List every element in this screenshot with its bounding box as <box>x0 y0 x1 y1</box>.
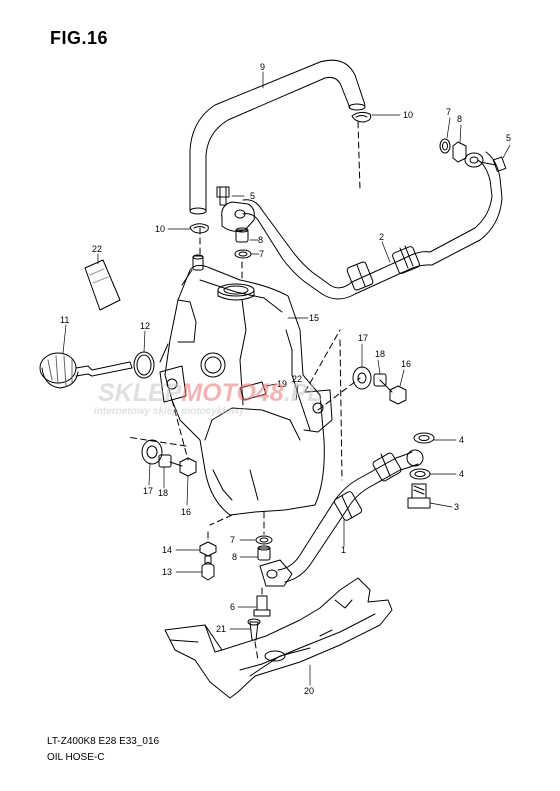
watermark-brand-sklep: SKLEP <box>98 379 182 407</box>
figure-title: FIG.16 <box>50 28 109 48</box>
callout-7-lower: 7 <box>230 535 235 545</box>
store-watermark: SKLEPMOTO48.PL internetowy sklep motocyk… <box>94 379 323 417</box>
o-ring-part-12 <box>133 351 155 379</box>
callout-9: 9 <box>260 62 265 72</box>
caution-label-part-19 <box>239 381 267 401</box>
callout-8-upper: 8 <box>258 235 263 245</box>
callout-12: 12 <box>140 321 150 331</box>
washer-part-8-top-right <box>452 141 467 163</box>
gasket-part-7-lower <box>255 535 273 545</box>
union-bolt-part-3 <box>407 483 431 509</box>
washer-part-8-lower <box>257 545 271 561</box>
clip-part-21 <box>247 618 261 641</box>
gasket-part-7-top-right <box>439 138 451 154</box>
callout-21: 21 <box>216 624 226 634</box>
callout-7-upper: 7 <box>259 249 264 259</box>
oil-hose-part-2 <box>242 151 503 300</box>
hose-clip-part-10-upper <box>351 111 372 123</box>
banjo-bolt-part-5-right <box>479 156 507 172</box>
callout-18-right: 18 <box>375 349 385 359</box>
callout-22-tank: 22 <box>292 374 302 384</box>
oil-filler-cap-part-11 <box>39 352 133 389</box>
watermark-brand-pl: .PL <box>284 379 323 407</box>
watermark-brand-48: 48 <box>255 379 284 407</box>
watermark-brand-moto: MOTO <box>181 379 256 407</box>
callout-17-left: 17 <box>143 486 153 496</box>
collar-part-18-left <box>158 454 172 468</box>
callout-22-label-plate: 22 <box>92 244 102 254</box>
section-name: OIL HOSE-C <box>47 752 105 763</box>
callout-19: 19 <box>277 379 287 389</box>
svg-text:SKLEPMOTO48.PL: SKLEPMOTO48.PL <box>98 379 323 407</box>
bolt-part-6 <box>253 595 271 617</box>
callout-7-top-right: 7 <box>446 107 451 117</box>
washer-part-8-upper <box>235 227 249 243</box>
nut-part-14 <box>199 541 217 557</box>
callout-15: 15 <box>309 313 319 323</box>
callout-14: 14 <box>162 545 172 555</box>
banjo-bolt-part-5-left <box>216 186 230 206</box>
callout-16-left: 16 <box>181 507 191 517</box>
watermark-tagline: internetowy sklep motocyklowy <box>94 406 245 417</box>
callout-2: 2 <box>379 232 384 242</box>
gasket-part-4-lower <box>409 468 431 480</box>
model-code: LT-Z400K8 E28 E33_016 <box>47 736 160 747</box>
callout-1: 1 <box>341 545 346 555</box>
grommet-part-17-left <box>141 439 163 465</box>
callout-5-left: 5 <box>250 191 255 201</box>
callout-10-upper: 10 <box>403 110 413 120</box>
callout-11: 11 <box>60 315 69 325</box>
callout-13: 13 <box>162 567 172 577</box>
callout-3: 3 <box>454 502 459 512</box>
callout-8-top-right: 8 <box>457 114 462 124</box>
warning-label-part-22 <box>84 259 121 311</box>
callout-6: 6 <box>230 602 235 612</box>
callout-16-right: 16 <box>401 359 411 369</box>
callout-4-lower: 4 <box>459 469 464 479</box>
callout-20: 20 <box>304 686 314 696</box>
callout-leader-lines <box>62 71 511 686</box>
grommet-part-17-right <box>352 366 372 390</box>
callout-18-left: 18 <box>158 488 168 498</box>
hose-clip-part-10-lower <box>189 223 209 234</box>
oil-tank-part-15 <box>159 254 333 516</box>
gasket-part-7-upper <box>234 249 252 259</box>
skid-plate-part-20 <box>164 577 393 699</box>
banjo-fitting-upper-left <box>221 201 255 232</box>
bolt-part-16-left <box>169 457 197 477</box>
callout-4-upper: 4 <box>459 435 464 445</box>
breather-hose-part-9 <box>189 59 366 215</box>
bolt-part-13 <box>201 555 215 581</box>
callout-10-lower: 10 <box>155 224 165 234</box>
assembly-guide-lines <box>126 121 361 661</box>
callout-8-lower: 8 <box>232 552 237 562</box>
gasket-part-4-upper <box>413 432 435 444</box>
callout-5-top-right: 5 <box>506 133 511 143</box>
callout-17-right: 17 <box>358 333 368 343</box>
bolt-part-16-right <box>379 379 407 405</box>
oil-hose-part-1 <box>259 449 424 587</box>
